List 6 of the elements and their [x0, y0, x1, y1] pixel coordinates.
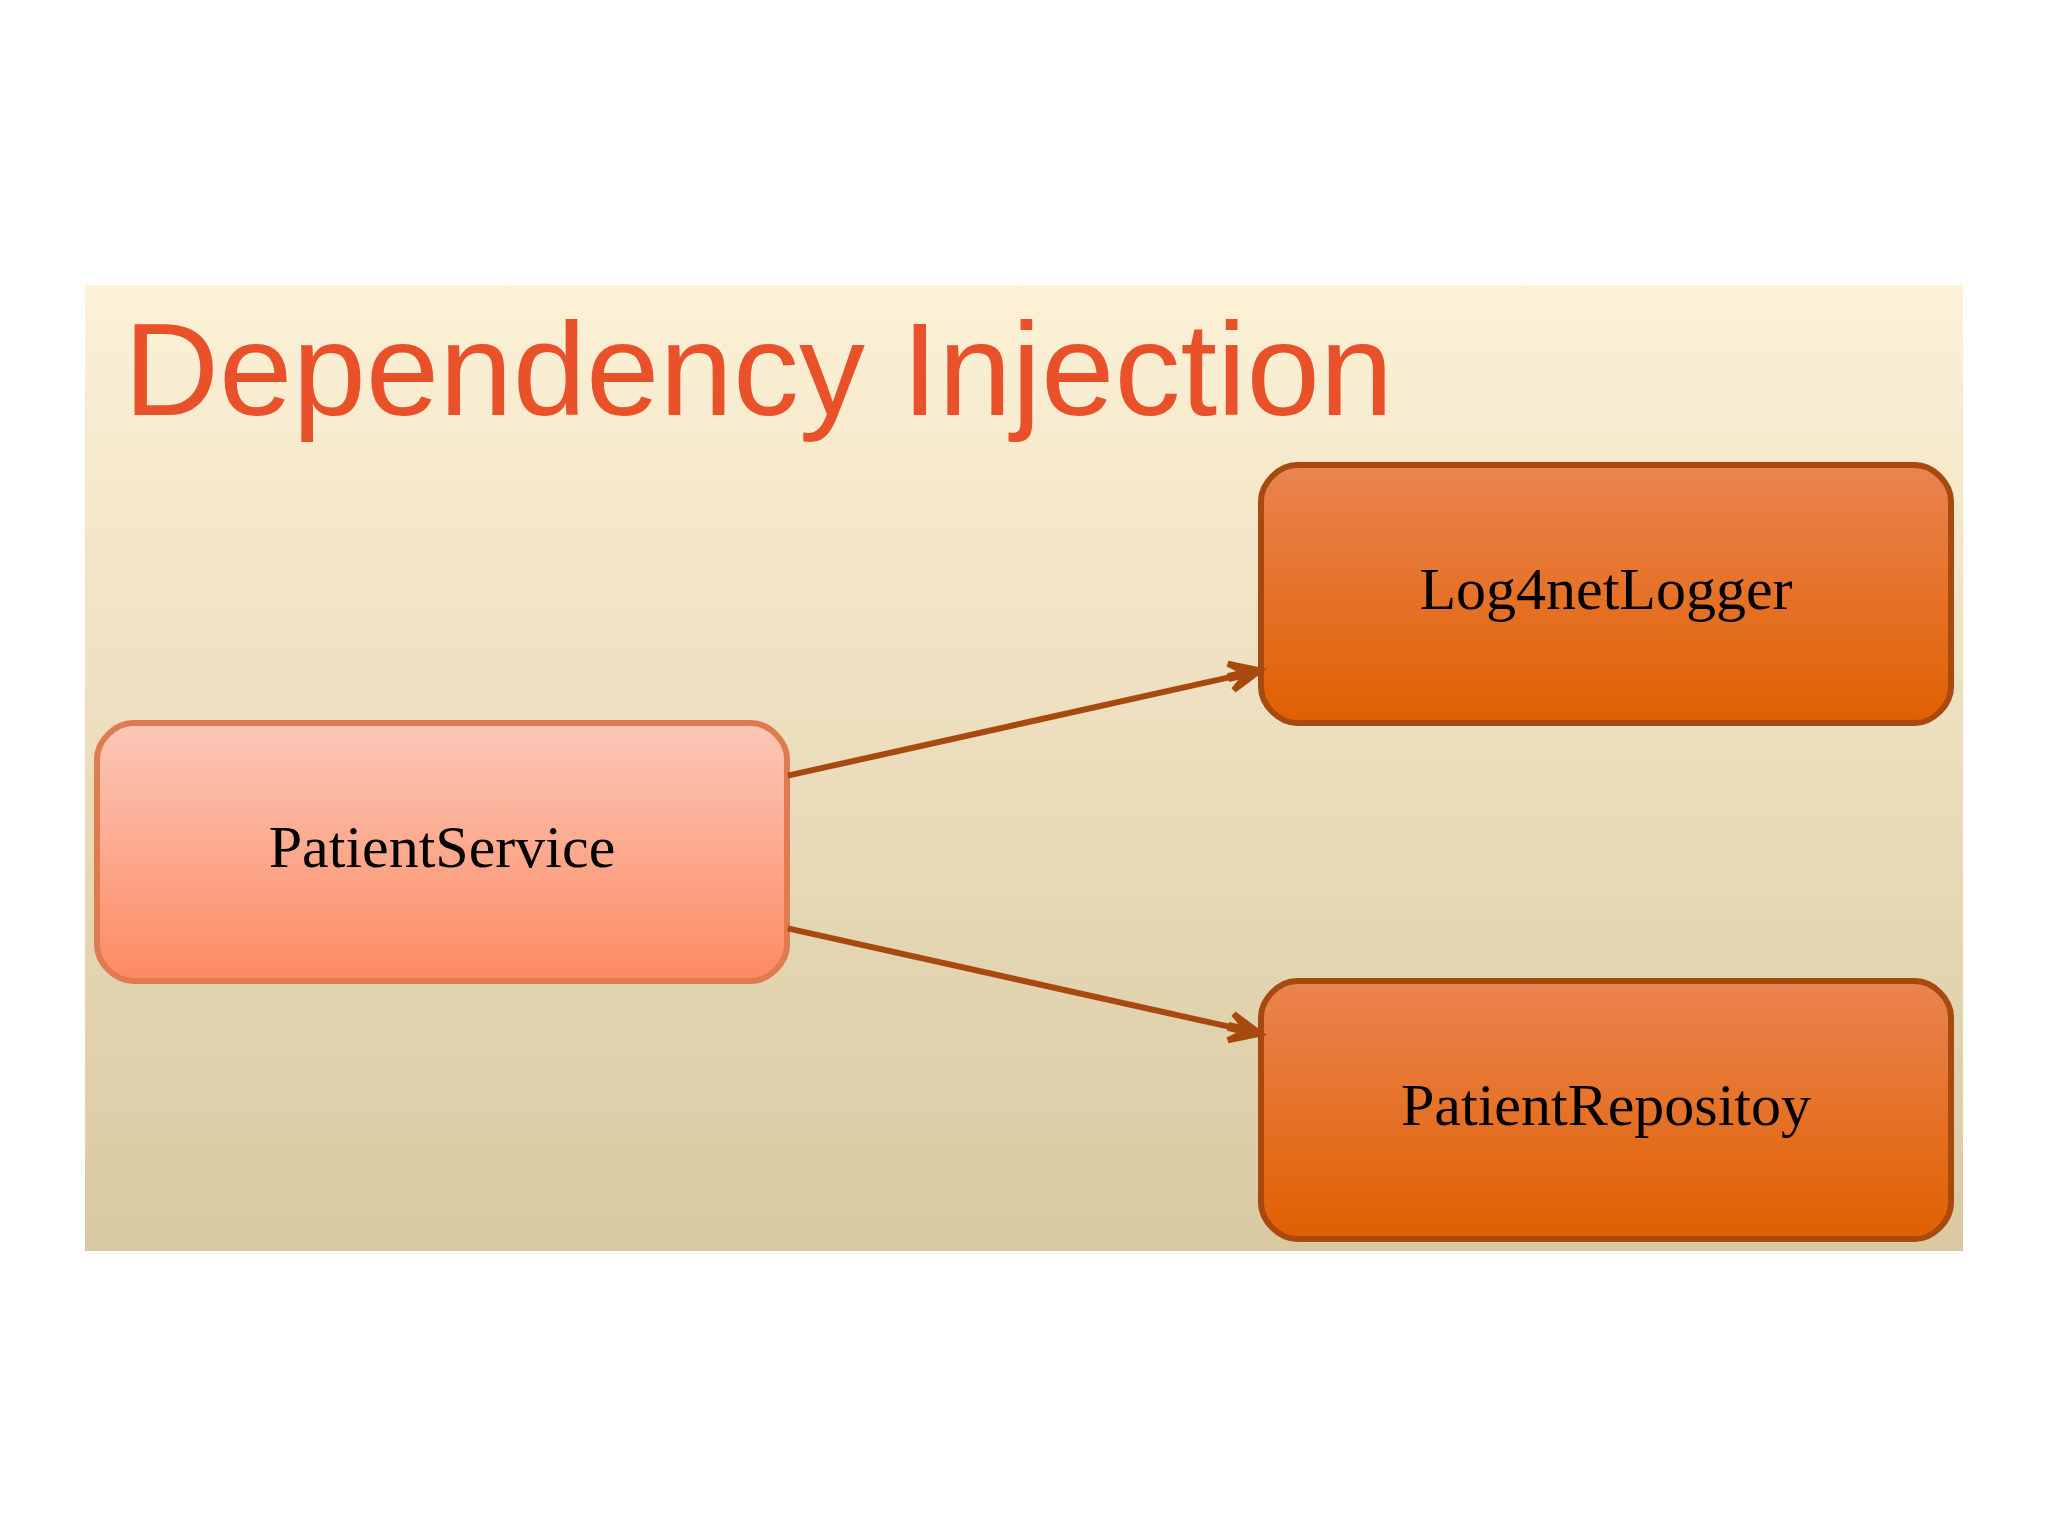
node-box: PatientRepositoy	[1258, 978, 1954, 1242]
node-box: Log4netLogger	[1258, 462, 1954, 726]
arrow	[787, 660, 1264, 779]
node-box: PatientService	[94, 720, 790, 984]
arrow	[787, 925, 1264, 1044]
diagram-title: Dependency Injection	[123, 295, 1394, 443]
